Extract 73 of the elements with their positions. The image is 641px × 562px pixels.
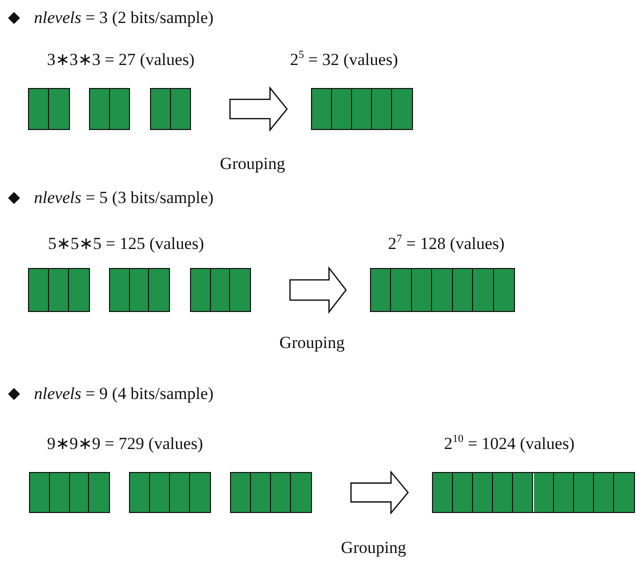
- bit-group-box: [432, 472, 635, 513]
- bit-cell: [594, 473, 614, 512]
- section-heading: nlevels = 5 (3 bits/sample): [34, 188, 214, 208]
- bit-cell: [453, 473, 474, 512]
- hollow-block-arrow: [289, 266, 347, 314]
- value-count-formula: 2$^{10}$ = 1024 (values): [444, 434, 575, 454]
- bit-cell: [452, 269, 474, 311]
- hollow-block-arrow: [229, 86, 288, 132]
- bit-group-box: [150, 88, 191, 130]
- bit-cell: [352, 89, 372, 129]
- bit-cell: [170, 89, 190, 129]
- hollow-block-arrow: [350, 470, 409, 515]
- section-heading: nlevels = 3 (2 bits/sample): [34, 8, 214, 28]
- bit-group-box: [311, 88, 413, 130]
- bit-cell: [191, 269, 211, 311]
- bit-cell: [49, 89, 69, 129]
- value-count-formula: 2$^{7}$ = 128 (values): [388, 234, 505, 254]
- bit-cell: [332, 89, 352, 129]
- bit-cell: [554, 473, 574, 512]
- bit-group-box: [28, 88, 70, 130]
- bit-cell: [130, 269, 150, 311]
- bit-cell: [110, 269, 130, 311]
- bit-cell: [48, 269, 69, 311]
- bit-cell: [391, 269, 412, 311]
- bit-cell: [392, 89, 412, 129]
- bit-cell: [110, 89, 129, 129]
- bit-cell: [513, 473, 534, 512]
- bit-cell: [432, 269, 453, 311]
- bit-cell: [372, 89, 392, 129]
- bit-cell: [210, 269, 230, 311]
- bit-cell: [473, 269, 494, 311]
- bit-cell: [90, 89, 110, 129]
- bit-cell: [534, 473, 554, 512]
- value-count-formula: 3∗3∗3 = 27 (values): [47, 50, 195, 70]
- bit-cell: [29, 89, 49, 129]
- value-count-formula: 2$^{5}$ = 32 (values): [290, 50, 398, 70]
- bit-cell: [291, 473, 311, 512]
- bit-cell: [29, 269, 49, 311]
- bit-cell: [433, 473, 454, 512]
- bit-group-box: [230, 472, 312, 513]
- bit-cell: [70, 473, 90, 512]
- bit-cell: [574, 473, 594, 512]
- value-count-formula: 5∗5∗5 = 125 (values): [48, 234, 204, 254]
- bit-cell: [150, 473, 170, 512]
- bit-cell: [493, 473, 514, 512]
- bit-cell: [130, 473, 150, 512]
- bit-group-box: [89, 88, 130, 130]
- bit-cell: [312, 89, 332, 129]
- bit-cell: [230, 269, 250, 311]
- value-count-formula: 9∗9∗9 = 729 (values): [47, 434, 204, 454]
- bit-cell: [371, 269, 392, 311]
- bit-cell: [68, 269, 89, 311]
- bit-cell: [251, 473, 271, 512]
- bit-group-box: [190, 268, 251, 312]
- bit-cell: [412, 269, 432, 311]
- bit-cell: [614, 473, 634, 512]
- bit-cell: [271, 473, 291, 512]
- bit-group-box: [109, 268, 170, 312]
- bit-cell: [473, 473, 494, 512]
- bit-group-box: [370, 268, 515, 312]
- bit-group-box: [29, 472, 110, 513]
- bit-cell: [151, 89, 170, 129]
- bit-group-box: [28, 268, 90, 312]
- bit-cell: [30, 473, 50, 512]
- bit-cell: [494, 269, 514, 311]
- bit-cell: [170, 473, 190, 512]
- bit-cell: [190, 473, 210, 512]
- bit-group-box: [129, 472, 211, 513]
- bit-cell: [89, 473, 109, 512]
- bit-cell: [231, 473, 251, 512]
- bit-cell: [50, 473, 70, 512]
- section-heading: nlevels = 9 (4 bits/sample): [34, 384, 214, 404]
- bit-cell: [149, 269, 169, 311]
